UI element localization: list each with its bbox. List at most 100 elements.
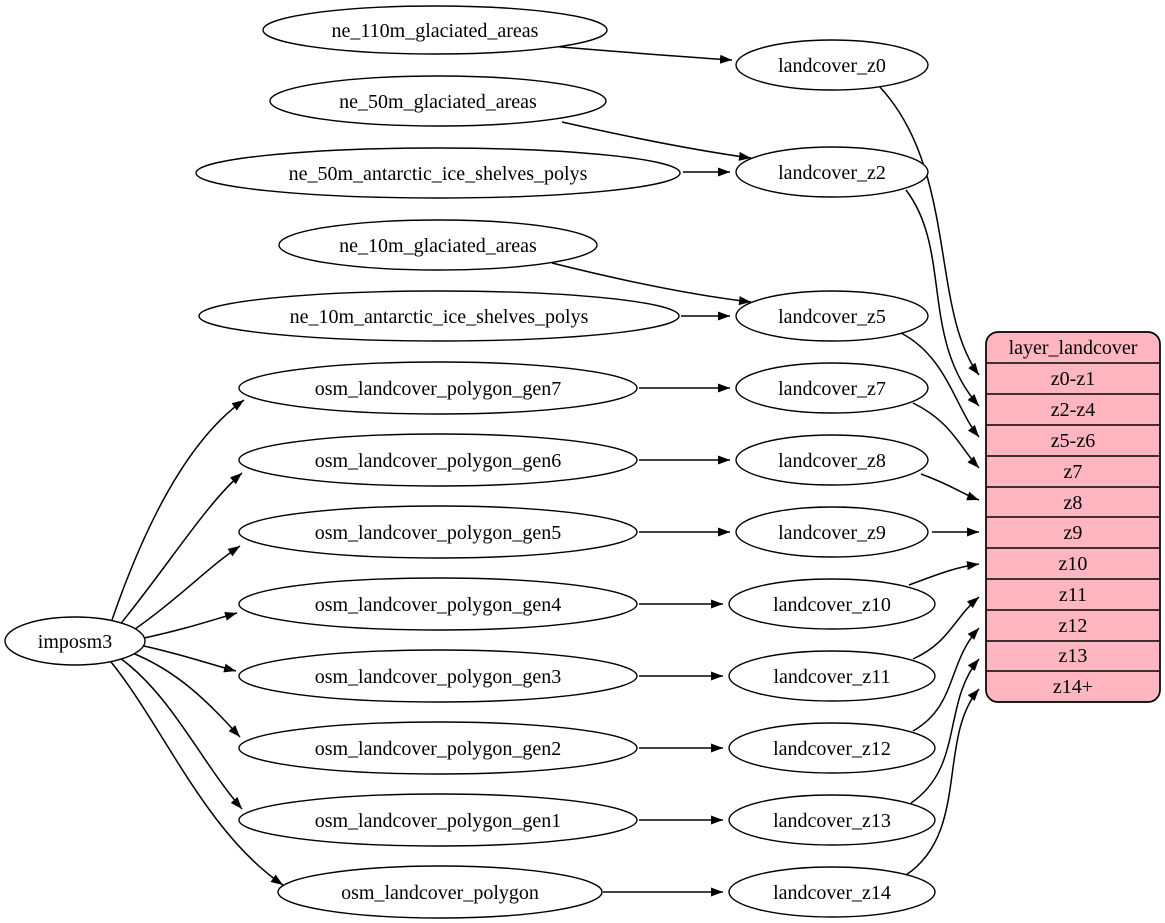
table-row-z7: z7 bbox=[1064, 461, 1083, 483]
table-row-z2-z4: z2-z4 bbox=[1051, 399, 1095, 421]
edge-landcover_z7-row-z7 bbox=[912, 402, 980, 469]
node-ellipse bbox=[728, 650, 936, 702]
edge-landcover_z12-row-z12 bbox=[912, 627, 980, 732]
node-label-ne_50m_glaciated_areas: ne_50m_glaciated_areas bbox=[339, 91, 537, 113]
edge-imposm3-osm_landcover_polygon_gen1 bbox=[119, 657, 243, 810]
node-label-landcover_z14: landcover_z14 bbox=[773, 882, 891, 904]
node-ellipse bbox=[728, 578, 936, 630]
edge-imposm3-osm_landcover_polygon_gen4 bbox=[143, 611, 238, 639]
node-ellipse bbox=[195, 147, 681, 199]
node-ellipse bbox=[262, 5, 608, 55]
edge-layer bbox=[110, 45, 980, 897]
node-osm_landcover_polygon: osm_landcover_polygon bbox=[277, 865, 603, 919]
node-label-osm_landcover_polygon_gen3: osm_landcover_polygon_gen3 bbox=[315, 666, 562, 688]
node-landcover_z5: landcover_z5 bbox=[735, 290, 929, 342]
edge-imposm3-osm_landcover_polygon bbox=[110, 661, 284, 886]
table-row-z12: z12 bbox=[1059, 615, 1088, 637]
node-label-landcover_z13: landcover_z13 bbox=[773, 810, 891, 832]
node-ellipse bbox=[735, 506, 929, 558]
node-label-landcover_z9: landcover_z9 bbox=[778, 522, 886, 544]
node-osm_landcover_polygon_gen3: osm_landcover_polygon_gen3 bbox=[238, 649, 638, 703]
node-label-osm_landcover_polygon_gen4: osm_landcover_polygon_gen4 bbox=[315, 594, 562, 616]
node-label-ne_50m_antarctic_ice_shelves_polys: ne_50m_antarctic_ice_shelves_polys bbox=[289, 163, 588, 185]
node-ne_110m_glaciated_areas: ne_110m_glaciated_areas bbox=[262, 5, 608, 55]
node-landcover_z9: landcover_z9 bbox=[735, 506, 929, 558]
edge-landcover_z11-row-z11 bbox=[912, 596, 980, 660]
edge-landcover_z5-row-z5-z6 bbox=[900, 332, 980, 438]
edge-landcover_z0-row-z0-z1 bbox=[878, 85, 980, 376]
node-ne_10m_antarctic_ice_shelves_polys: ne_10m_antarctic_ice_shelves_polys bbox=[198, 290, 680, 342]
node-layer: imposm3 ne_110m_glaciated_areas ne_50m_g… bbox=[4, 5, 936, 919]
node-ellipse bbox=[238, 721, 638, 775]
node-label-imposm3: imposm3 bbox=[38, 631, 112, 653]
node-ellipse bbox=[269, 75, 607, 127]
edge-ne_110m_glaciated_areas-landcover_z0 bbox=[548, 45, 733, 64]
node-osm_landcover_polygon_gen6: osm_landcover_polygon_gen6 bbox=[238, 433, 638, 487]
node-ellipse bbox=[735, 290, 929, 342]
table-row-z9: z9 bbox=[1064, 522, 1083, 544]
table-title: layer_landcover bbox=[1009, 337, 1138, 359]
table-row-z0-z1: z0-z1 bbox=[1051, 368, 1095, 390]
table-row-separators bbox=[986, 362, 1160, 672]
edge-ne_50m_glaciated_areas-landcover_z2 bbox=[561, 121, 752, 161]
edge-imposm3-osm_landcover_polygon_gen3 bbox=[143, 645, 237, 673]
node-landcover_z10: landcover_z10 bbox=[728, 578, 936, 630]
node-label-landcover_z12: landcover_z12 bbox=[773, 738, 891, 760]
node-label-landcover_z11: landcover_z11 bbox=[774, 666, 891, 688]
node-ellipse bbox=[278, 219, 598, 271]
node-label-osm_landcover_polygon: osm_landcover_polygon bbox=[341, 882, 539, 904]
edge-imposm3-osm_landcover_polygon_gen5 bbox=[127, 545, 241, 635]
node-ne_10m_glaciated_areas: ne_10m_glaciated_areas bbox=[278, 219, 598, 271]
table-row-z11: z11 bbox=[1059, 584, 1087, 606]
node-ellipse bbox=[198, 290, 680, 342]
node-ellipse bbox=[238, 577, 638, 631]
node-label-osm_landcover_polygon_gen1: osm_landcover_polygon_gen1 bbox=[315, 810, 562, 832]
node-label-landcover_z8: landcover_z8 bbox=[778, 450, 886, 472]
table-row-z5-z6: z5-z6 bbox=[1051, 430, 1095, 452]
node-ellipse bbox=[238, 793, 638, 847]
node-ellipse bbox=[735, 146, 929, 198]
node-osm_landcover_polygon_gen7: osm_landcover_polygon_gen7 bbox=[238, 361, 638, 415]
node-label-landcover_z10: landcover_z10 bbox=[773, 594, 891, 616]
node-ellipse bbox=[728, 794, 936, 846]
node-landcover_z7: landcover_z7 bbox=[735, 362, 929, 414]
edge-imposm3-osm_landcover_polygon_gen2 bbox=[129, 651, 241, 738]
node-ellipse bbox=[238, 649, 638, 703]
edge-landcover_z8-row-z8 bbox=[920, 473, 980, 501]
node-label-osm_landcover_polygon_gen7: osm_landcover_polygon_gen7 bbox=[315, 378, 562, 400]
edge-landcover_z13-row-z13 bbox=[910, 658, 980, 804]
node-label-ne_110m_glaciated_areas: ne_110m_glaciated_areas bbox=[332, 20, 539, 42]
node-landcover_z11: landcover_z11 bbox=[728, 650, 936, 702]
node-imposm3: imposm3 bbox=[4, 616, 146, 666]
node-ellipse bbox=[735, 434, 929, 486]
node-ellipse bbox=[728, 866, 936, 918]
node-ne_50m_glaciated_areas: ne_50m_glaciated_areas bbox=[269, 75, 607, 127]
node-ellipse bbox=[735, 39, 929, 91]
node-label-osm_landcover_polygon_gen5: osm_landcover_polygon_gen5 bbox=[315, 522, 562, 544]
node-ellipse bbox=[4, 616, 146, 666]
node-label-landcover_z7: landcover_z7 bbox=[778, 378, 886, 400]
node-ellipse bbox=[277, 865, 603, 919]
node-label-landcover_z5: landcover_z5 bbox=[778, 306, 886, 328]
edge-landcover_z2-row-z2-z4 bbox=[905, 189, 980, 407]
table-row-z14: z14+ bbox=[1053, 676, 1093, 698]
edge-ne_10m_glaciated_areas-landcover_z5 bbox=[551, 262, 752, 306]
node-landcover_z13: landcover_z13 bbox=[728, 794, 936, 846]
node-landcover_z8: landcover_z8 bbox=[735, 434, 929, 486]
node-landcover_z14: landcover_z14 bbox=[728, 866, 936, 918]
table-row-z10: z10 bbox=[1059, 553, 1088, 575]
node-label-osm_landcover_polygon_gen6: osm_landcover_polygon_gen6 bbox=[315, 450, 562, 472]
node-osm_landcover_polygon_gen4: osm_landcover_polygon_gen4 bbox=[238, 577, 638, 631]
node-ellipse bbox=[728, 722, 936, 774]
node-ellipse bbox=[238, 361, 638, 415]
node-landcover_z0: landcover_z0 bbox=[735, 39, 929, 91]
edge-landcover_z14-row-z14 bbox=[905, 688, 980, 876]
node-layer_landcover-table: layer_landcover z0-z1 z2-z4 z5-z6 z7 z8 … bbox=[985, 331, 1161, 703]
node-ne_50m_antarctic_ice_shelves_polys: ne_50m_antarctic_ice_shelves_polys bbox=[195, 147, 681, 199]
edge-imposm3-osm_landcover_polygon_gen7 bbox=[111, 399, 245, 621]
table-row-z13: z13 bbox=[1059, 645, 1088, 667]
node-landcover_z12: landcover_z12 bbox=[728, 722, 936, 774]
node-ellipse bbox=[238, 433, 638, 487]
node-ellipse bbox=[735, 362, 929, 414]
